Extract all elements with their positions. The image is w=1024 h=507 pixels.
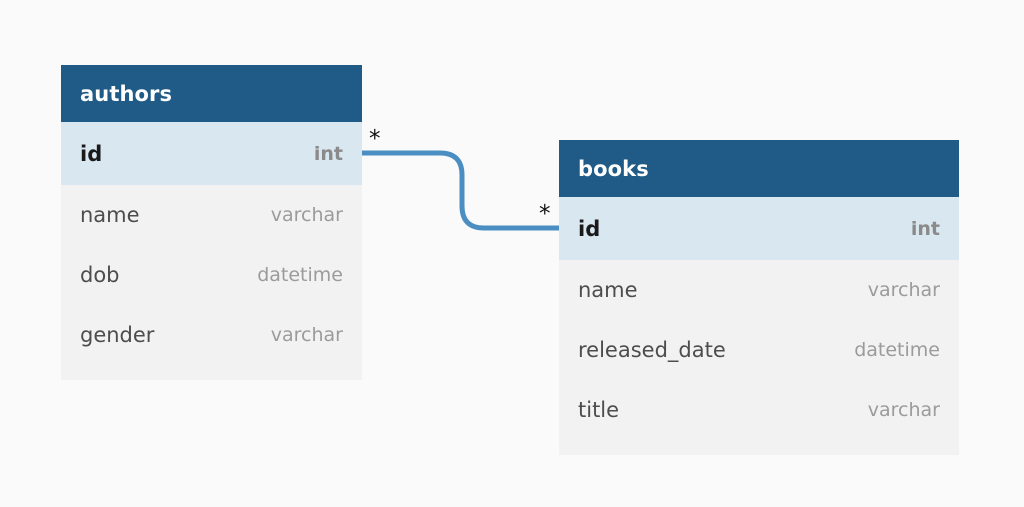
entity-columns-authors: id int name varchar dob datetime gender … (61, 122, 362, 380)
entity-footer-books (559, 440, 959, 455)
column-type: datetime (257, 264, 343, 286)
column-name: name (80, 203, 140, 227)
column-type: int (313, 142, 343, 165)
column-type: datetime (854, 339, 940, 361)
entity-title-books: books (578, 156, 649, 181)
column-row-books-title[interactable]: title varchar (559, 380, 959, 440)
column-name: released_date (578, 338, 726, 362)
entity-table-authors[interactable]: authors id int name varchar dob datetime… (61, 65, 362, 380)
cardinality-marker-books-side: * (539, 201, 551, 227)
cardinality-marker-authors-side: * (369, 126, 381, 152)
column-row-books-name[interactable]: name varchar (559, 260, 959, 320)
column-name: gender (80, 323, 155, 347)
column-row-authors-dob[interactable]: dob datetime (61, 245, 362, 305)
column-row-authors-name[interactable]: name varchar (61, 185, 362, 245)
column-type: varchar (867, 279, 940, 301)
entity-table-books[interactable]: books id int name varchar released_date … (559, 140, 959, 455)
column-type: varchar (867, 399, 940, 421)
entity-columns-books: id int name varchar released_date dateti… (559, 197, 959, 455)
column-name: title (578, 398, 620, 422)
entity-header-books[interactable]: books (559, 140, 959, 197)
entity-title-authors: authors (80, 81, 173, 106)
column-name: dob (80, 263, 120, 287)
column-type: int (910, 217, 940, 240)
column-type: varchar (270, 204, 343, 226)
column-type: varchar (270, 324, 343, 346)
column-row-authors-gender[interactable]: gender varchar (61, 305, 362, 365)
entity-footer-authors (61, 365, 362, 380)
column-name: id (80, 141, 103, 166)
relationship-line-authors-books[interactable] (359, 150, 562, 231)
column-name: id (578, 216, 601, 241)
column-row-authors-id[interactable]: id int (61, 122, 362, 185)
entity-header-authors[interactable]: authors (61, 65, 362, 122)
column-name: name (578, 278, 638, 302)
column-row-books-released-date[interactable]: released_date datetime (559, 320, 959, 380)
column-row-books-id[interactable]: id int (559, 197, 959, 260)
